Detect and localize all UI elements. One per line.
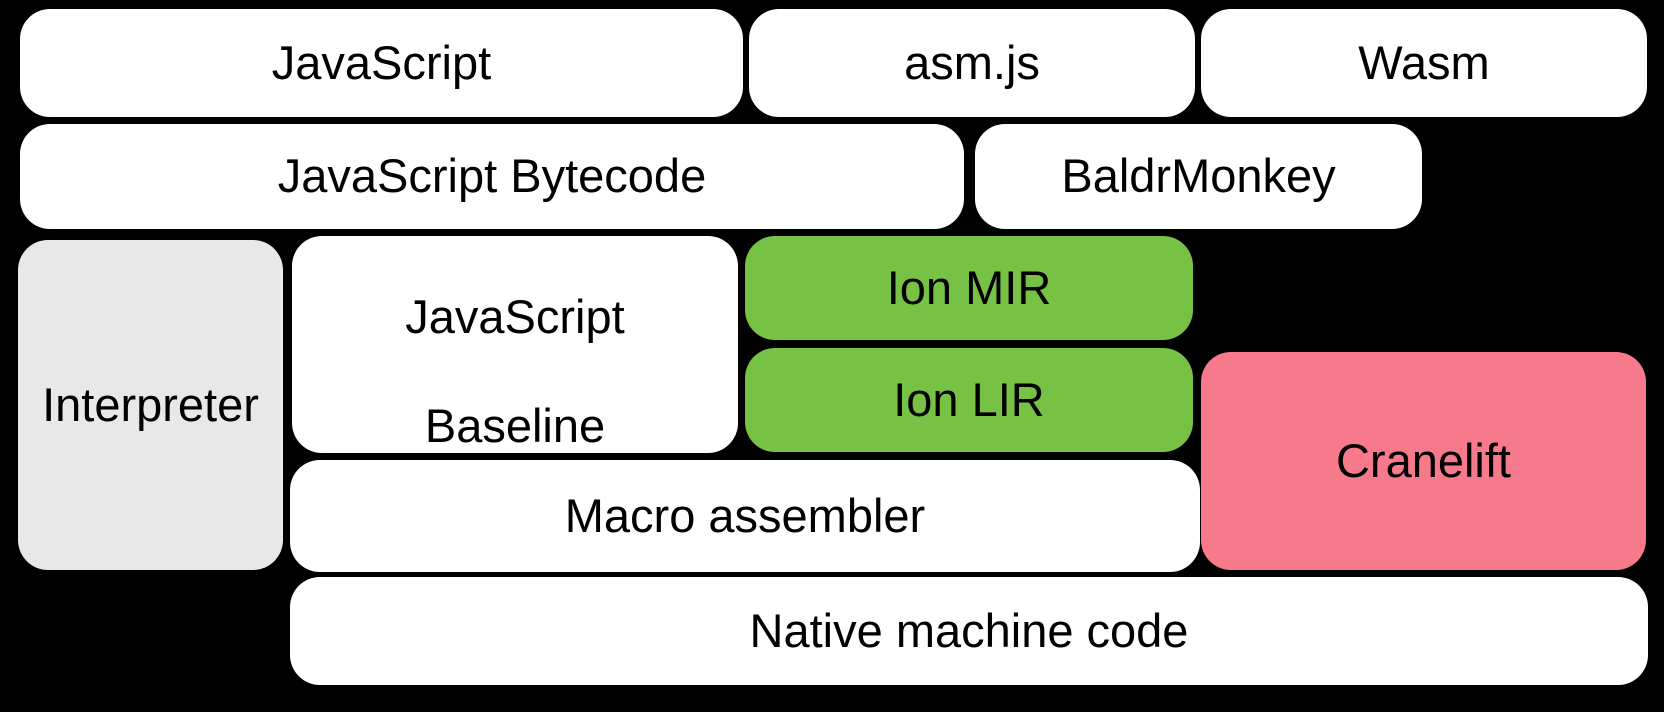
- box-javascript: JavaScript: [20, 9, 743, 117]
- box-ion-mir-label: Ion MIR: [886, 260, 1052, 314]
- box-interpreter: Interpreter: [18, 240, 283, 570]
- box-cranelift: Cranelift: [1201, 352, 1646, 570]
- box-baldrmonkey: BaldrMonkey: [975, 124, 1422, 229]
- box-javascript-baseline-label: JavaScript Baseline: [405, 235, 624, 453]
- box-javascript-label: JavaScript: [271, 35, 492, 89]
- box-javascript-baseline-line1: JavaScript: [405, 289, 625, 343]
- box-native-machine-code: Native machine code: [290, 577, 1648, 685]
- box-baldrmonkey-label: BaldrMonkey: [1061, 149, 1336, 203]
- box-interpreter-label: Interpreter: [42, 377, 259, 431]
- box-javascript-bytecode-label: JavaScript Bytecode: [277, 149, 707, 203]
- box-ion-lir-label: Ion LIR: [893, 372, 1045, 426]
- box-wasm-label: Wasm: [1358, 35, 1490, 89]
- box-macro-assembler-label: Macro assembler: [564, 488, 926, 542]
- box-wasm: Wasm: [1201, 9, 1647, 117]
- box-cranelift-label: Cranelift: [1335, 433, 1511, 487]
- box-ion-lir: Ion LIR: [745, 348, 1193, 452]
- box-ion-mir: Ion MIR: [745, 236, 1193, 340]
- box-asmjs: asm.js: [749, 9, 1195, 117]
- box-native-machine-code-label: Native machine code: [749, 603, 1189, 657]
- box-javascript-bytecode: JavaScript Bytecode: [20, 124, 964, 229]
- box-asmjs-label: asm.js: [904, 35, 1040, 89]
- box-macro-assembler: Macro assembler: [290, 460, 1200, 572]
- box-javascript-baseline-line2: Baseline: [424, 399, 606, 453]
- box-javascript-baseline: JavaScript Baseline: [292, 236, 738, 453]
